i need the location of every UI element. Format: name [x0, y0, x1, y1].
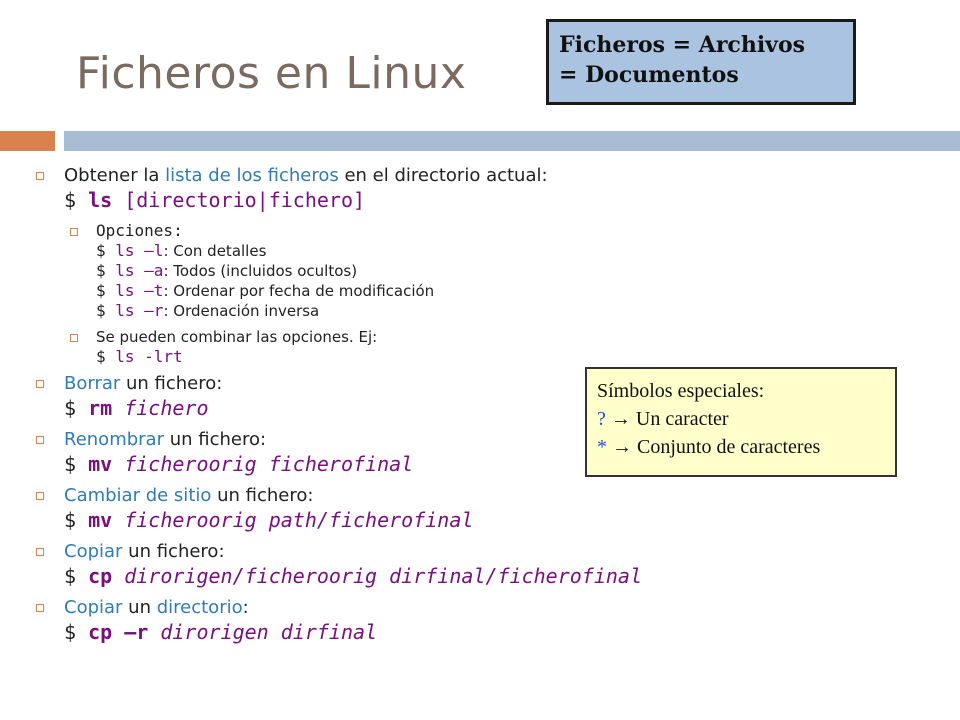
- mv1-link: Renombrar: [64, 429, 164, 450]
- option-flag: ls –r: [115, 301, 164, 320]
- square-bullet-icon: [36, 172, 44, 180]
- symbols-heading: Símbolos especiales:: [597, 380, 765, 402]
- combine-dollar: $: [96, 347, 116, 366]
- cp1-dollar: $: [64, 564, 89, 588]
- cp2-link: Copiar: [64, 597, 123, 618]
- ls-command: $ ls [directorio|fichero]: [64, 187, 910, 213]
- mv2-suffix: un fichero:: [211, 485, 314, 506]
- list-item-ls: Obtener la lista de los ficheros en el d…: [30, 165, 910, 213]
- slide-content: Obtener la lista de los ficheros en el d…: [30, 165, 910, 653]
- cp1-command: $ cp dirorigen/ficheroorig dirfinal/fich…: [64, 563, 910, 589]
- list-item-mv-move: Cambiar de sitio un fichero: $ mv ficher…: [30, 485, 910, 533]
- rm-command: $ rm fichero: [64, 395, 910, 421]
- rm-link: Borrar: [64, 373, 121, 394]
- arrow-right-icon: →: [612, 436, 632, 458]
- ls-cmd: ls: [88, 188, 113, 212]
- option-dollar: $: [96, 301, 116, 320]
- list-item-mv-rename: Renombrar un fichero: $ mv ficheroorig f…: [30, 429, 910, 477]
- square-bullet-icon: [70, 228, 78, 236]
- option-desc: : Ordenación inversa: [163, 302, 320, 320]
- option-flag: ls –a: [115, 261, 164, 280]
- list-item-rm: Borrar un fichero: $ rm fichero: [30, 373, 910, 421]
- mv1-command: $ mv ficheroorig ficherofinal: [64, 451, 910, 477]
- star-symbol: *: [597, 436, 607, 458]
- option-flag: ls –t: [115, 281, 164, 300]
- option-dollar: $: [96, 261, 116, 280]
- option-desc: : Todos (incluidos ocultos): [163, 262, 358, 280]
- square-bullet-icon: [36, 548, 44, 556]
- sub-item-combine: Se pueden combinar las opciones. Ej: $ l…: [30, 327, 910, 367]
- symbol-row-question: ? → Un caracter: [597, 405, 885, 433]
- option-desc: : Con detalles: [163, 242, 267, 260]
- rm-cmd: rm: [88, 396, 113, 420]
- cp2-command: $ cp –r dirorigen dirfinal: [64, 619, 910, 645]
- square-bullet-icon: [36, 492, 44, 500]
- note-box: Ficheros = Archivos = Documentos: [546, 19, 856, 105]
- page-title: Ficheros en Linux: [76, 48, 467, 99]
- option-desc: : Ordenar por fecha de modificación: [163, 282, 435, 300]
- ls-link: lista de los ficheros: [165, 165, 339, 186]
- cp2-dollar: $: [64, 620, 89, 644]
- ls-dollar: $: [64, 188, 89, 212]
- star-desc: Conjunto de caracteres: [637, 436, 821, 458]
- cp2-mid: un: [122, 597, 157, 618]
- ls-args: [directorio|fichero]: [112, 188, 366, 212]
- accent-bar-left: [0, 131, 55, 151]
- ls-suffix: en el directorio actual:: [338, 165, 548, 186]
- square-bullet-icon: [70, 334, 78, 342]
- option-dollar: $: [96, 281, 116, 300]
- square-bullet-icon: [36, 604, 44, 612]
- symbol-row-star: * → Conjunto de caracteres: [597, 433, 885, 461]
- accent-bar-right: [64, 131, 960, 151]
- mv1-args: ficheroorig ficherofinal: [112, 452, 414, 476]
- mv2-args: ficheroorig path/ficherofinal: [112, 508, 474, 532]
- rm-suffix: un fichero:: [120, 373, 223, 394]
- mv1-suffix: un fichero:: [163, 429, 267, 450]
- rm-dollar: $: [64, 396, 89, 420]
- cp2-cmd: cp –r: [88, 620, 149, 644]
- mv1-cmd: mv: [88, 452, 113, 476]
- combine-text: Se pueden combinar las opciones. Ej:: [96, 328, 378, 346]
- note-line-2: = Documentos: [559, 62, 739, 88]
- cp2-suffix: :: [242, 597, 249, 618]
- mv2-cmd: mv: [88, 508, 113, 532]
- mv2-link: Cambiar de sitio: [64, 485, 212, 506]
- cp2-link2: directorio: [156, 597, 243, 618]
- cp1-cmd: cp: [88, 564, 113, 588]
- symbols-box: Símbolos especiales: ? → Un caracter * →…: [585, 367, 897, 477]
- mv1-dollar: $: [64, 452, 89, 476]
- options-label: Opciones:: [96, 221, 183, 240]
- option-dollar: $: [96, 241, 116, 260]
- mv2-dollar: $: [64, 508, 89, 532]
- cp2-args: dirorigen dirfinal: [148, 620, 378, 644]
- list-item-cp-dir: Copiar un directorio: $ cp –r dirorigen …: [30, 597, 910, 645]
- arrow-right-icon: →: [610, 408, 631, 430]
- question-desc: Un caracter: [635, 408, 729, 430]
- combine-cmd: ls -lrt: [115, 347, 183, 366]
- cp1-link: Copiar: [64, 541, 123, 562]
- rm-args: fichero: [112, 396, 209, 420]
- ls-prefix: Obtener la: [64, 165, 166, 186]
- list-item-cp-file: Copiar un fichero: $ cp dirorigen/ficher…: [30, 541, 910, 589]
- question-symbol: ?: [597, 408, 606, 430]
- mv2-command: $ mv ficheroorig path/ficherofinal: [64, 507, 910, 533]
- sub-item-options: Opciones: $ ls –l: Con detalles $ ls –a:…: [30, 221, 910, 321]
- note-line-1: Ficheros = Archivos: [559, 32, 806, 58]
- cp1-suffix: un fichero:: [122, 541, 225, 562]
- square-bullet-icon: [36, 380, 44, 388]
- square-bullet-icon: [36, 436, 44, 444]
- cp1-args: dirorigen/ficheroorig dirfinal/ficherofi…: [112, 564, 642, 588]
- option-flag: ls –l: [115, 241, 164, 260]
